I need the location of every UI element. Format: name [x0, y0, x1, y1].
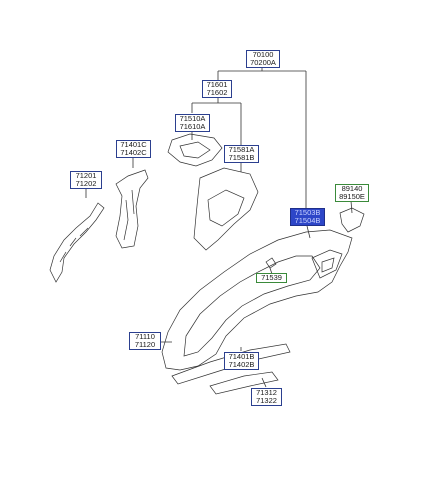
part-number: 71601	[206, 80, 228, 89]
label-71312[interactable]: 71312 71322	[251, 388, 282, 406]
part-number: 71503B	[294, 208, 321, 217]
label-71581a[interactable]: 71581A 71581B	[224, 145, 259, 163]
part-number: 71312	[256, 388, 277, 397]
label-71510a[interactable]: 71510A 71610A	[175, 114, 210, 132]
label-71601[interactable]: 71601 71602	[202, 80, 232, 98]
part-number: 71539	[261, 273, 282, 282]
part-number: 71322	[256, 396, 277, 405]
label-70100[interactable]: 70100 70200A	[246, 50, 280, 68]
part-number: 71402C	[120, 148, 147, 157]
label-71503b-selected[interactable]: 71503B 71504B	[290, 208, 325, 226]
part-number: 71510A	[179, 114, 206, 123]
part-number: 71602	[206, 88, 228, 97]
part-number: 71581B	[228, 153, 255, 162]
part-number: 89150E	[339, 192, 365, 201]
part-number: 71610A	[179, 122, 206, 131]
label-71110[interactable]: 71110 71120	[129, 332, 161, 350]
part-number: 71401C	[120, 140, 147, 149]
part-outlines	[49, 133, 365, 395]
part-number: 71581A	[228, 145, 255, 154]
part-number: 71504B	[294, 216, 321, 225]
part-number: 71120	[134, 340, 156, 349]
label-71201[interactable]: 71201 71202	[70, 171, 102, 189]
label-71401c[interactable]: 71401C 71402C	[116, 140, 151, 158]
part-number: 71401B	[228, 352, 255, 361]
part-number: 71110	[135, 332, 155, 341]
part-number: 70100	[252, 50, 274, 59]
part-number: 71402B	[228, 360, 255, 369]
label-89140[interactable]: 89140 89150E	[335, 184, 369, 202]
label-71539[interactable]: 71539	[256, 273, 287, 283]
part-number: 71202	[75, 179, 97, 188]
part-number: 71201	[75, 171, 97, 180]
label-71401b[interactable]: 71401B 71402B	[224, 352, 259, 370]
part-number: 89140	[341, 184, 363, 193]
leader-lines	[85, 66, 353, 388]
part-number: 70200A	[250, 58, 276, 67]
